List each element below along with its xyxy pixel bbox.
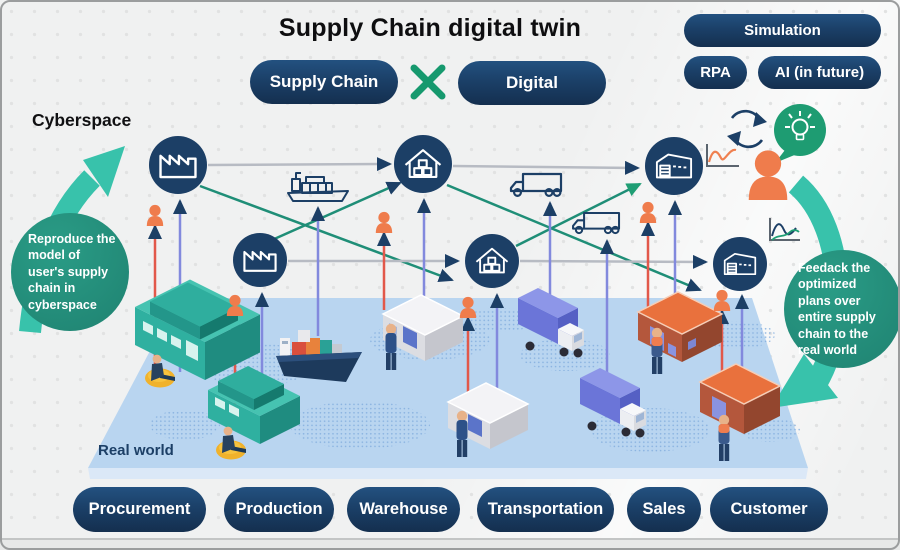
ai-pill: AI (in future)	[758, 56, 881, 89]
rpa-pill: RPA	[684, 56, 747, 89]
cyberspace-factory-node-1	[149, 136, 207, 194]
process-pill-warehouse: Warehouse	[347, 487, 460, 532]
digital-pill: Digital	[458, 61, 606, 105]
optimization-links	[199, 181, 702, 292]
cargo-ship	[276, 330, 362, 382]
process-pill-label: Customer	[730, 500, 808, 518]
supply-chain-pill-label: Supply Chain	[269, 72, 379, 91]
cyberspace-label: Cyberspace	[32, 110, 132, 130]
process-pill-customer: Customer	[710, 487, 828, 532]
process-pill-label: Warehouse	[359, 500, 448, 518]
process-pill-sales: Sales	[627, 487, 701, 532]
person-icon	[146, 204, 164, 226]
green-x-icon	[410, 64, 446, 100]
bottom-strip	[0, 538, 900, 550]
cyberspace-factory-node-2	[233, 233, 287, 287]
process-pill-label: Sales	[642, 500, 686, 518]
cyberspace-store-node-2	[713, 237, 767, 291]
digital-pill-label: Digital	[506, 73, 558, 92]
page-title: Supply Chain digital twin	[278, 14, 582, 42]
right-annotation-bubble: Feedack the optimized plans over entire …	[784, 250, 900, 368]
lightbulb-idea-icon	[774, 104, 826, 163]
cyberspace-warehouse-node-1	[394, 135, 452, 193]
truck-icon	[572, 211, 621, 235]
left-annotation-text: Reproduce the model of user's supply cha…	[28, 231, 116, 312]
simulation-pill: Simulation	[684, 14, 881, 47]
simulation-pill-label: Simulation	[744, 22, 821, 39]
person-icon	[375, 211, 393, 233]
cyberspace-warehouse-node-2	[465, 234, 519, 288]
cycle-arrows-icon	[727, 109, 767, 149]
truck-icon	[509, 172, 563, 197]
store-building	[698, 363, 782, 434]
delivery-truck	[580, 368, 646, 438]
right-annotation-text: Feedack the optimized plans over entire …	[798, 260, 876, 358]
process-pill-production: Production	[224, 487, 334, 532]
process-pill-label: Procurement	[88, 500, 191, 518]
process-pill-label: Transportation	[487, 500, 604, 518]
person-icon	[639, 201, 657, 223]
line-chart-icon	[706, 144, 739, 167]
cargo-ship-icon	[287, 172, 349, 202]
left-annotation-bubble: Reproduce the model of user's supply cha…	[11, 213, 129, 331]
factory-building	[208, 366, 300, 444]
real-world-label: Real world	[98, 442, 174, 459]
supply-chain-pill: Supply Chain	[250, 60, 398, 104]
ai-pill-label: AI (in future)	[774, 64, 865, 81]
factory-building	[135, 279, 260, 380]
cyberspace-store-node-1	[645, 137, 703, 195]
process-pill-transportation: Transportation	[477, 487, 614, 532]
process-pill-procurement: Procurement	[73, 487, 206, 532]
delivery-truck	[518, 288, 584, 358]
process-pill-label: Production	[235, 500, 323, 518]
line-chart-icon	[769, 218, 800, 241]
rpa-pill-label: RPA	[700, 64, 731, 81]
